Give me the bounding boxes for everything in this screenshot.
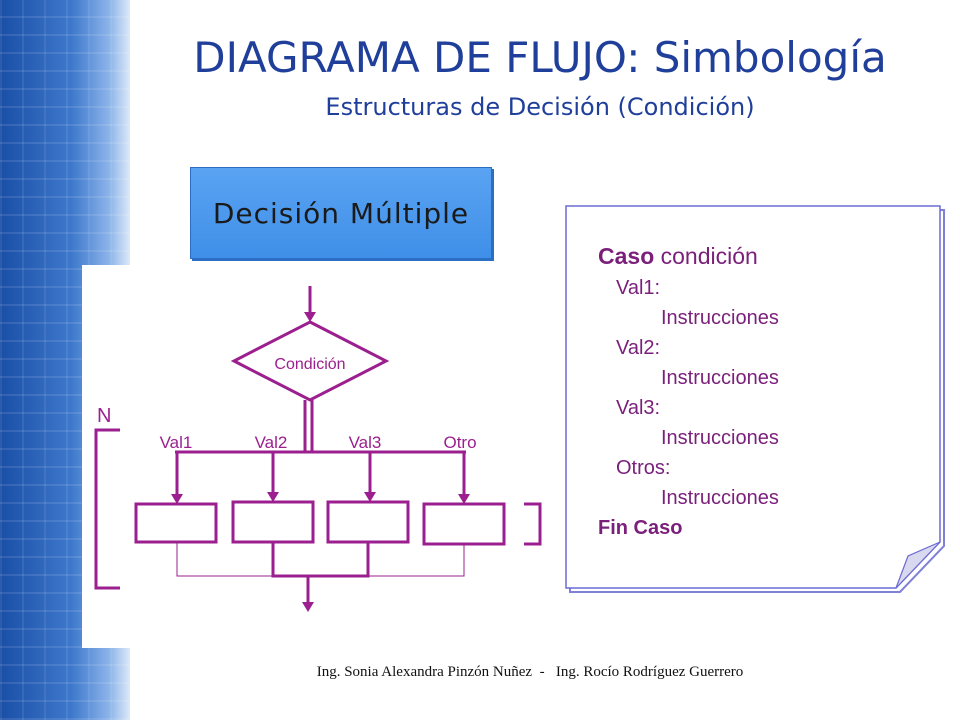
footer-author-2: Ing. Rocío Rodríguez Guerrero <box>555 664 744 680</box>
process-box-otro <box>422 502 506 546</box>
footer-separator: - <box>539 664 545 680</box>
footer-author-1: Ing. Sonia Alexandra Pinzón Nuñez <box>316 664 533 680</box>
arrowhead-val3 <box>364 492 376 502</box>
code-keyword-rest: condición <box>654 243 758 269</box>
merge-line-val3 <box>308 542 370 578</box>
folded-corner <box>895 541 941 589</box>
merge-line-val1 <box>176 542 273 577</box>
branch-label-val3: Val3 <box>349 433 382 452</box>
arrowhead-val2 <box>267 492 279 502</box>
code-line-val1: Val1: <box>616 277 661 299</box>
code-line-instrucciones-2: Instrucciones <box>661 367 779 389</box>
background-bracket <box>94 428 542 590</box>
page-subtitle: Estructuras de Decisión (Condición) <box>325 93 755 121</box>
code-line-val2: Val2: <box>616 337 661 359</box>
exit-arrowhead <box>302 602 314 612</box>
condition-label: Condición <box>274 356 345 373</box>
code-line-otros: Otros: <box>616 457 671 479</box>
condition-diamond <box>230 320 390 402</box>
code-keyword: Caso <box>598 243 655 269</box>
arrowhead-otro <box>458 494 470 504</box>
decision-multiple-box: Decisión Múltiple <box>190 167 492 259</box>
entry-arrowhead <box>304 312 316 322</box>
code-line-val3: Val3: <box>616 397 661 419</box>
decision-multiple-label: Decisión Múltiple <box>212 196 470 230</box>
code-line-instrucciones-4: Instrucciones <box>661 487 779 509</box>
code-line-instrucciones-3: Instrucciones <box>661 427 779 449</box>
code-line-instrucciones-1: Instrucciones <box>661 307 779 329</box>
code-card-sheet <box>565 205 945 593</box>
merge-line-val2 <box>271 542 308 578</box>
process-box-val3 <box>326 500 410 544</box>
code-header: Caso condición <box>598 242 758 270</box>
page-title: DIAGRAMA DE FLUJO: Simbología <box>193 33 887 82</box>
arrowhead-val1 <box>171 494 183 504</box>
merge-line-otro <box>368 544 465 577</box>
branch-label-val1: Val1 <box>160 433 193 452</box>
process-box-val1 <box>134 502 218 544</box>
branch-label-otro: Otro <box>443 433 476 452</box>
code-end: Fin Caso <box>598 517 683 539</box>
process-box-val2 <box>231 500 315 544</box>
branch-label-val2: Val2 <box>255 433 288 452</box>
footer-credits: Ing. Sonia Alexandra Pinzón Nuñez - Ing.… <box>200 664 860 681</box>
partial-label: N <box>97 405 111 427</box>
